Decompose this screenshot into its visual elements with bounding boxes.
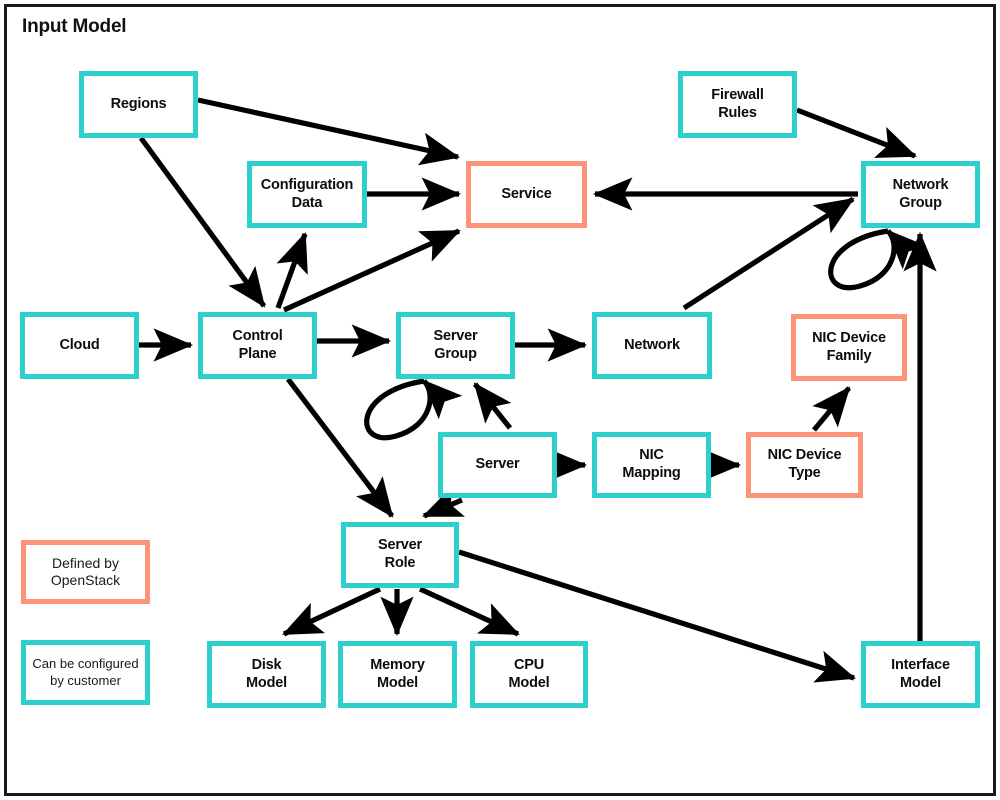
node-server-label: Server <box>475 456 520 473</box>
node-cloud[interactable]: Cloud <box>20 312 139 379</box>
edge-regions-service <box>197 97 461 166</box>
node-cloud-label: Cloud <box>59 336 100 353</box>
edge-server-server-group <box>472 382 513 430</box>
edge-firewall-rules-network-group <box>796 107 917 159</box>
edge-nic-device-type-nic-device-family <box>812 386 851 432</box>
page-title: Input Model <box>22 16 127 37</box>
edge-server-server-role <box>422 486 465 519</box>
node-network-label: Network <box>624 336 680 353</box>
edge-regions-control-plane <box>138 136 267 308</box>
edge-network-group-self-loop <box>828 228 927 291</box>
edge-server-group-self-loop <box>364 378 463 441</box>
edge-network-network-group <box>682 196 855 311</box>
edge-control-plane-service <box>282 228 461 313</box>
node-network[interactable]: Network <box>592 312 712 379</box>
edge-server-role-interface-model <box>458 549 856 683</box>
node-regions-label: Regions <box>110 95 167 112</box>
edge-server-role-disk-model <box>282 586 382 637</box>
node-server[interactable]: Server <box>438 432 557 498</box>
node-service[interactable]: Service <box>466 161 587 228</box>
edge-server-role-cpu-model <box>418 586 520 637</box>
node-regions[interactable]: Regions <box>79 71 198 138</box>
edge-control-plane-configuration-data <box>275 232 308 309</box>
edge-control-plane-server-role <box>285 377 395 518</box>
node-service-label: Service <box>501 185 552 202</box>
